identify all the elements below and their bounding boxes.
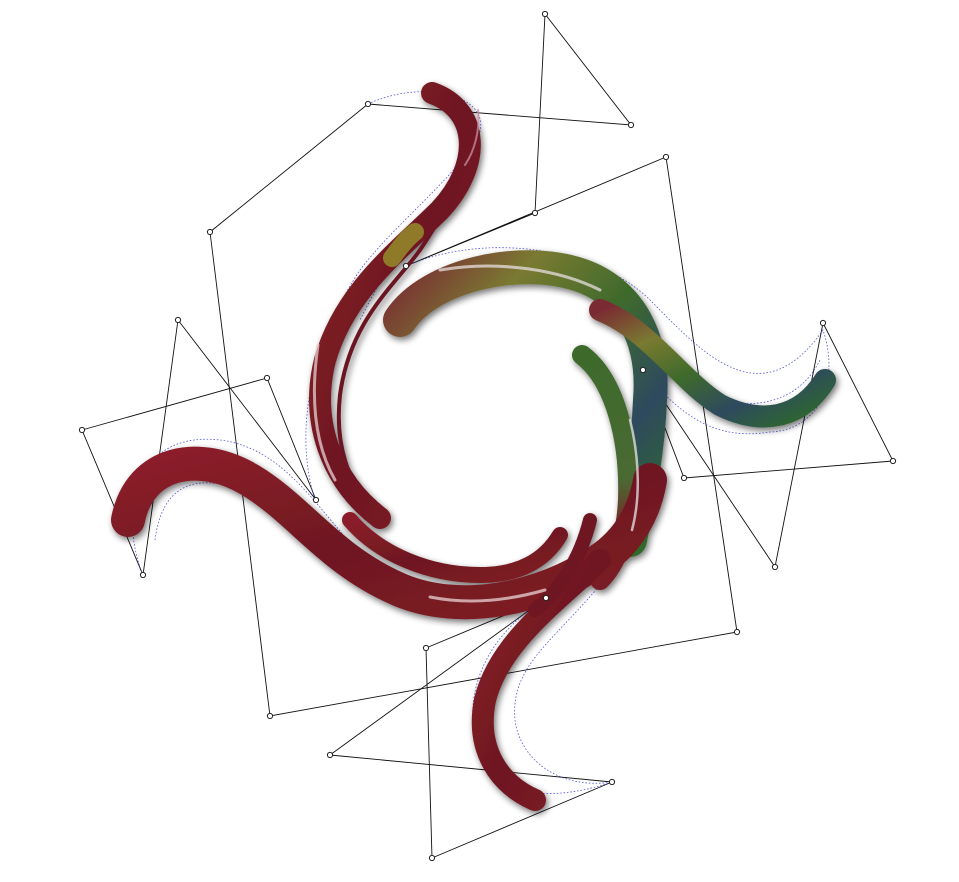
blade-top-olive-patch	[383, 223, 424, 267]
control-polygon-bottom	[329, 597, 613, 859]
handle[interactable]	[364, 100, 372, 108]
handle[interactable]	[608, 778, 616, 786]
handle[interactable]	[541, 10, 549, 18]
handle[interactable]	[139, 571, 147, 579]
handle[interactable]	[312, 496, 320, 504]
highlight-tail	[464, 109, 480, 166]
tribal-swirl-emblem	[111, 82, 836, 811]
handle[interactable]	[402, 262, 410, 270]
blade-bottom-inner	[528, 513, 597, 617]
emblem-highlights	[312, 109, 640, 603]
handle[interactable]	[680, 474, 688, 482]
handle[interactable]	[78, 426, 86, 434]
blade-right	[589, 299, 836, 428]
handle[interactable]	[639, 366, 647, 374]
blade-inner-lower	[342, 512, 568, 583]
handle[interactable]	[263, 374, 271, 382]
highlight-right	[628, 418, 640, 532]
handle[interactable]	[206, 228, 214, 236]
highlight-left	[312, 343, 337, 482]
blade-bottom	[471, 549, 611, 811]
handle[interactable]	[889, 457, 897, 465]
blade-top-stroke	[309, 82, 481, 529]
handle[interactable]	[733, 628, 741, 636]
handle[interactable]	[326, 751, 334, 759]
handle[interactable]	[819, 319, 827, 327]
control-handles[interactable]	[78, 10, 897, 862]
handle[interactable]	[627, 121, 635, 129]
control-polygon-left	[81, 319, 317, 577]
ring-upper	[383, 250, 668, 557]
handle[interactable]	[542, 594, 550, 602]
highlight-bottom	[428, 588, 547, 603]
handle[interactable]	[428, 854, 436, 862]
handle[interactable]	[531, 209, 539, 217]
handle[interactable]	[266, 712, 274, 720]
highlight-top	[438, 264, 602, 292]
handle[interactable]	[422, 644, 430, 652]
handle[interactable]	[174, 316, 182, 324]
ring-lower	[111, 446, 667, 620]
handle[interactable]	[771, 563, 779, 571]
handle[interactable]	[662, 153, 670, 161]
